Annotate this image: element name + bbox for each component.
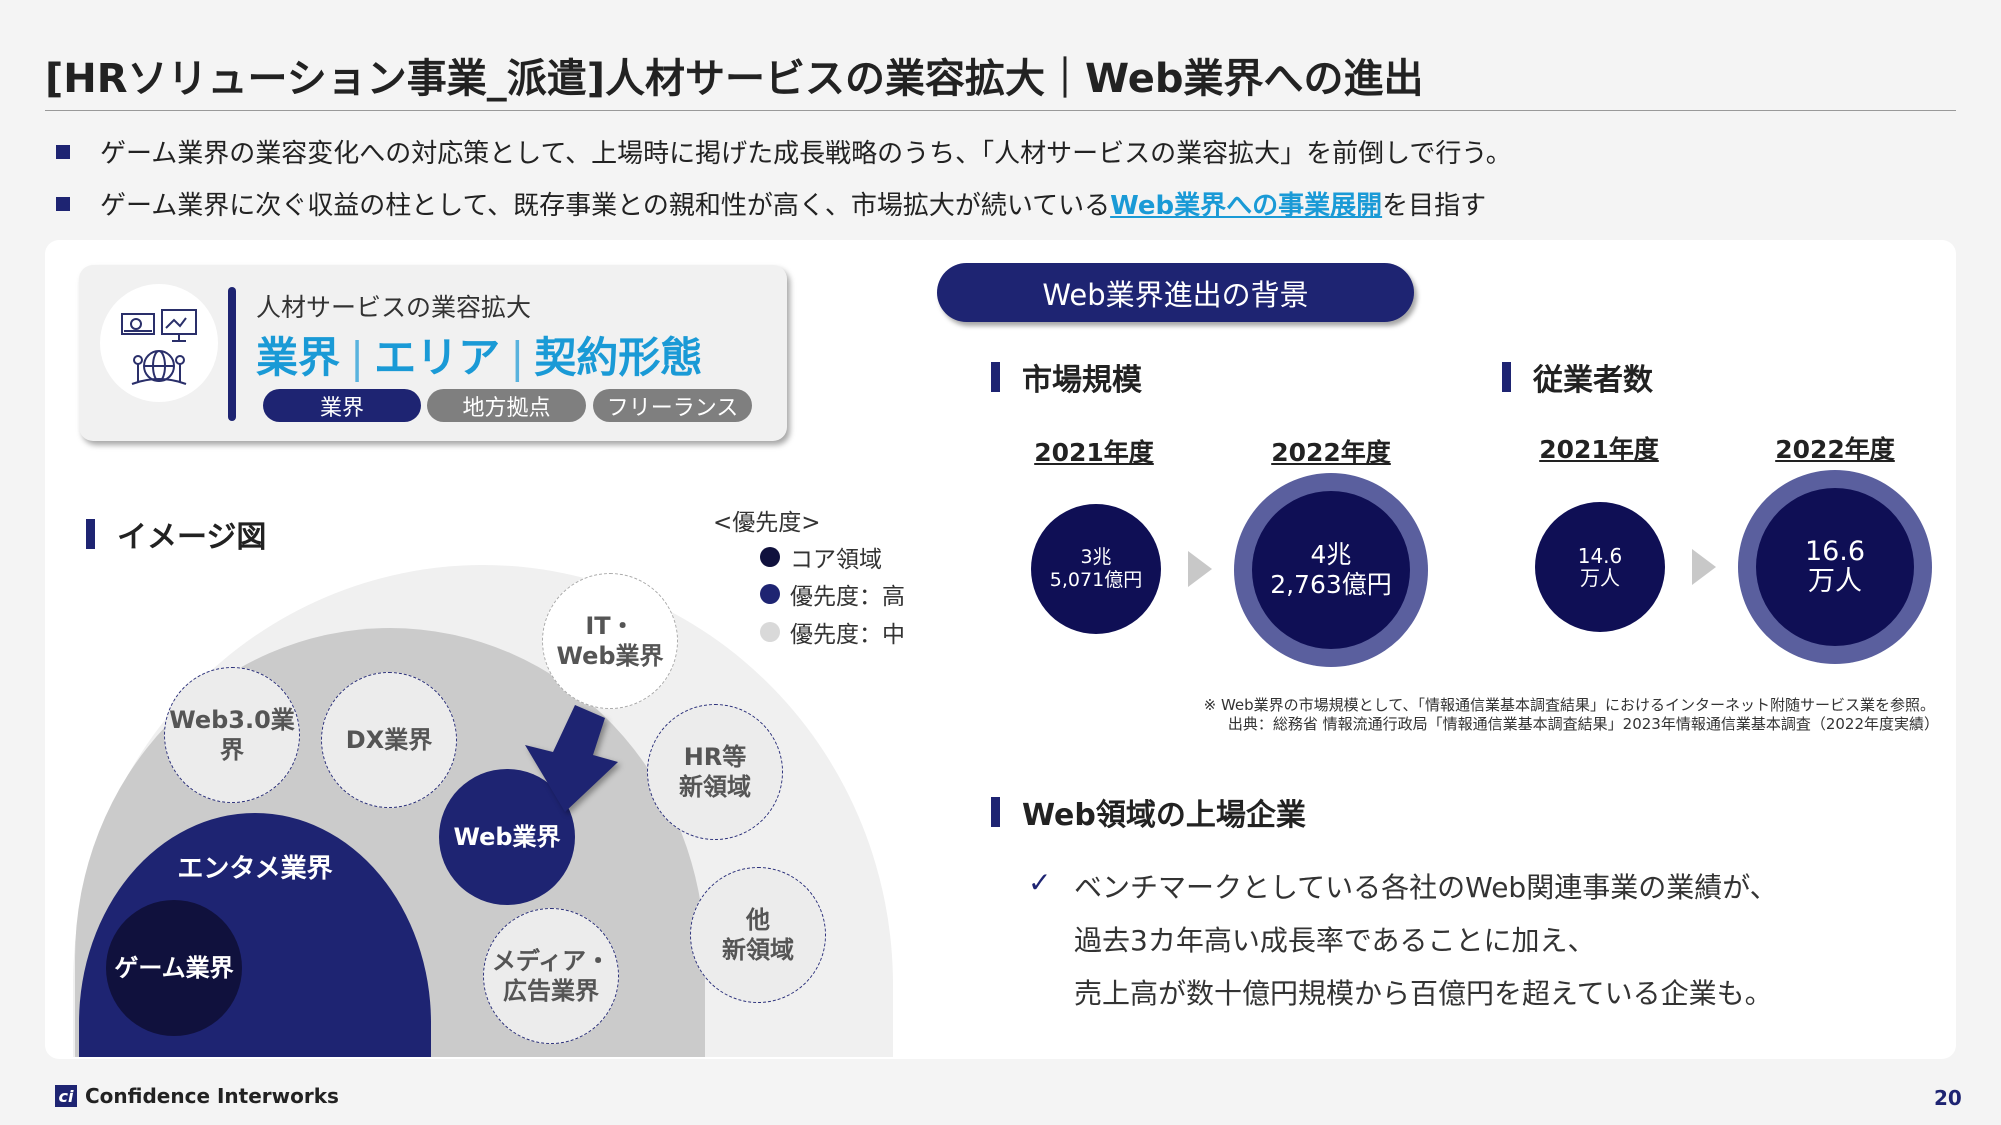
dx-label: DX業界	[345, 726, 433, 754]
employees-year-2021: 2021年度	[1539, 435, 1659, 464]
legend-title: <優先度>	[713, 510, 821, 536]
web-label: Web業界	[453, 823, 561, 851]
heading-bar	[86, 519, 95, 549]
hr-circle: HR等新領域	[647, 704, 783, 840]
pill-freelance: フリーランス	[593, 389, 752, 422]
media-label: メディア・広告業界	[491, 947, 611, 1005]
footnote-1: ※ Web業界の市場規模として、「情報通信業基本調査結果」におけるインターネット…	[1203, 696, 1935, 714]
check-icon: ✓	[1028, 866, 1052, 899]
web3-circle: Web3.0業界	[164, 667, 300, 803]
legend-label: 優先度：中	[790, 622, 905, 648]
listed-line-2: 過去3カ年高い成長率であることに加え、	[1074, 924, 1596, 957]
hr-label: HR等新領域	[679, 743, 751, 801]
footer-brand: ci Confidence Interworks	[55, 1084, 339, 1108]
employees-heading: 従業者数	[1502, 355, 1653, 399]
web-circle: Web業界	[439, 769, 575, 905]
entame-label: エンタメ業界	[177, 854, 333, 884]
company-logo-icon: ci	[55, 1085, 77, 1107]
pill-regional: 地方拠点	[427, 389, 586, 422]
page-title: [HRソリューション事業_派遣]人材サービスの業容拡大｜Web業界への進出	[45, 56, 1424, 102]
bullet-text: ゲーム業界の業容変化への対応策として、上場時に掲げた成長戦略のうち、「人材サービ…	[100, 139, 1512, 169]
heading-bar	[991, 797, 1000, 827]
legend-dot-icon	[760, 547, 780, 567]
arrow-down-left-icon	[525, 705, 618, 812]
separator: |	[350, 333, 365, 382]
bullet-square-icon	[56, 144, 70, 159]
footnote-2: 出典：総務省 情報流通行政局「情報通信業基本調査結果」2023年情報通信業基本調…	[1227, 715, 1939, 733]
legend-label: 優先度：高	[790, 584, 905, 610]
heading-bar	[991, 362, 1000, 392]
company-name: Confidence Interworks	[85, 1084, 339, 1108]
market-year-2022: 2022年度	[1271, 438, 1391, 467]
separator: |	[510, 333, 525, 382]
listed-heading: Web領域の上場企業	[991, 790, 1306, 834]
arrow-right-icon	[1692, 549, 1716, 585]
web-expansion-link[interactable]: Web業界への事業展開	[1110, 191, 1383, 221]
card-accent-bar	[228, 287, 236, 421]
bullet-square-icon	[56, 196, 70, 211]
legend-dot-icon	[760, 584, 780, 604]
bullet-text: ゲーム業界に次ぐ収益の柱として、既存事業との親和性が高く、市場拡大が続いている	[100, 191, 1111, 221]
hr-services-icon	[100, 284, 218, 402]
media-circle: メディア・広告業界	[483, 908, 619, 1044]
bullet-text: を目指す	[1382, 191, 1487, 221]
it-web-circle: IT・Web業界	[542, 573, 678, 709]
other-circle: 他新領域	[690, 867, 826, 1003]
pill-industry: 業界	[263, 389, 421, 422]
other-label: 他新領域	[722, 906, 794, 964]
headline-area: エリア	[374, 333, 501, 382]
bullet-1: ゲーム業界の業容変化への対応策として、上場時に掲げた成長戦略のうち、「人材サービ…	[56, 133, 1512, 170]
image-heading: イメージ図	[86, 512, 266, 556]
headline-contract: 契約形態	[534, 333, 703, 382]
heading-text: 従業者数	[1533, 363, 1653, 398]
legend-core: コア領域	[760, 540, 882, 574]
market-heading: 市場規模	[991, 355, 1142, 399]
heading-text: イメージ図	[117, 520, 267, 555]
headline-industry: 業界	[256, 333, 341, 382]
heading-text: 市場規模	[1022, 363, 1142, 398]
web3-label: Web3.0業界	[169, 706, 295, 764]
game-label: ゲーム業界	[114, 954, 234, 982]
market-year-2021: 2021年度	[1034, 438, 1154, 467]
game-circle: ゲーム業界	[106, 900, 242, 1036]
legend-high: 優先度：高	[760, 577, 905, 611]
background-header: Web業界進出の背景	[937, 263, 1414, 322]
priority-diagram: エンタメ業界 ゲーム業界 Web3.0業界 DX業界 Web業界 IT・Web業…	[45, 560, 925, 1057]
heading-bar	[1502, 362, 1511, 392]
card-headline: 業界|エリア|契約形態	[256, 324, 702, 385]
title-divider	[45, 110, 1956, 111]
card-subtitle: 人材サービスの業容拡大	[256, 293, 532, 322]
it-web-label: IT・Web業界	[556, 612, 664, 670]
listed-line-3: 売上高が数十億円規模から百億円を超えている企業も。	[1074, 977, 1773, 1010]
dx-circle: DX業界	[321, 672, 457, 808]
page-number: 20	[1934, 1086, 1962, 1110]
legend-dot-icon	[760, 622, 780, 642]
employees-year-2022: 2022年度	[1775, 435, 1895, 464]
legend-label: コア領域	[790, 547, 882, 573]
arrow-right-icon	[1188, 551, 1212, 587]
listed-line-1: ベンチマークとしている各社のWeb関連事業の業績が、	[1074, 871, 1778, 904]
legend-mid: 優先度：中	[760, 615, 905, 649]
heading-text: Web領域の上場企業	[1022, 798, 1306, 833]
